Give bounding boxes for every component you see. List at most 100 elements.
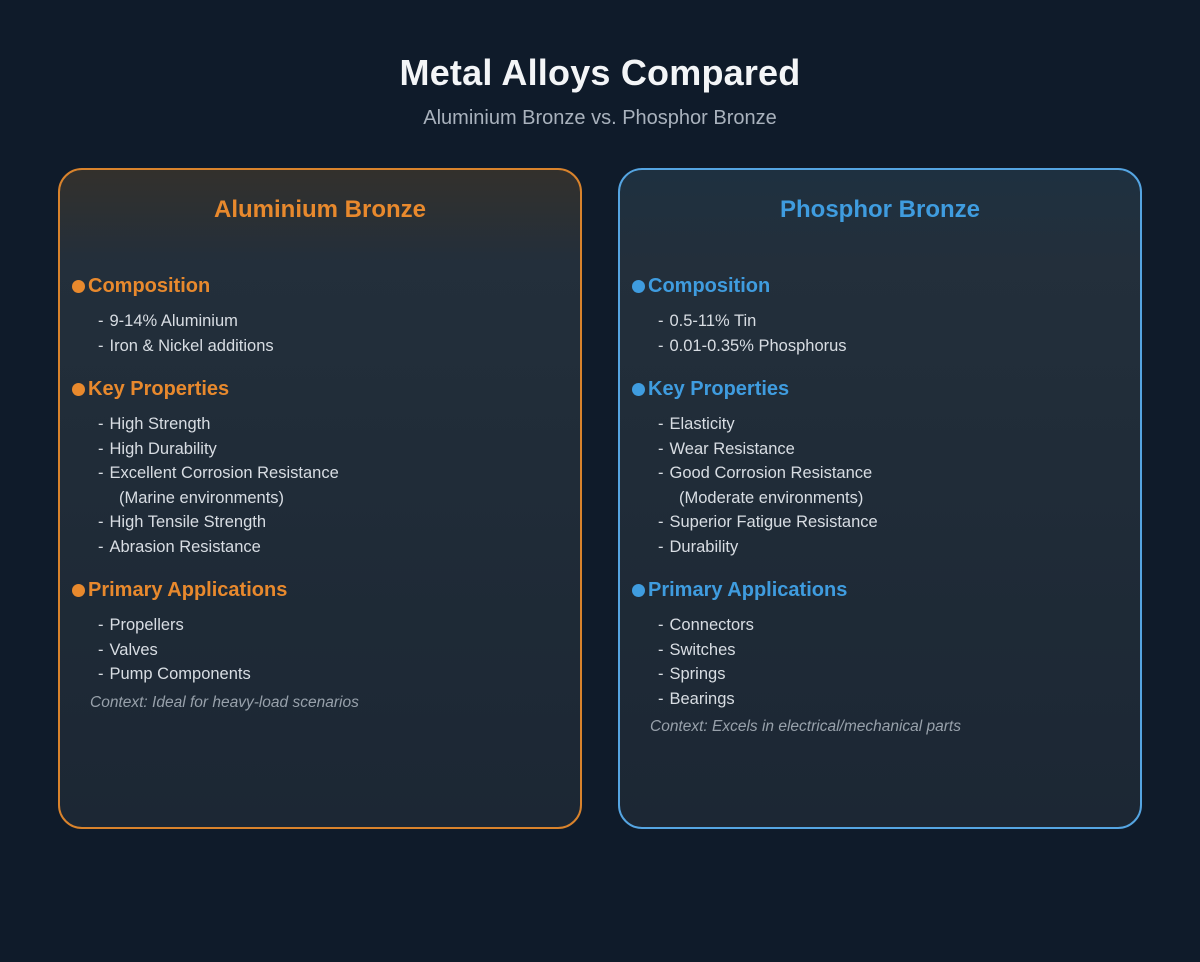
item-continuation: (Moderate environments) bbox=[679, 488, 864, 507]
item-dash: - bbox=[658, 689, 664, 708]
section-item-list: -0.5-11% Tin-0.01-0.35% Phosphorus bbox=[650, 309, 1110, 358]
card-section: Key Properties -High Strength-High Durab… bbox=[72, 378, 550, 560]
item-dash: - bbox=[98, 616, 104, 634]
bullet-dot-icon bbox=[632, 280, 645, 293]
list-item: -Durability bbox=[650, 535, 1110, 560]
item-dash: - bbox=[658, 616, 664, 634]
bullet-dot-icon bbox=[72, 584, 85, 597]
item-dash: - bbox=[658, 665, 664, 683]
item-text: Springs bbox=[669, 665, 726, 683]
list-item: -Good Corrosion Resistance (Moderate envi… bbox=[650, 461, 1110, 510]
item-text: Valves bbox=[109, 640, 158, 659]
item-dash: - bbox=[98, 464, 104, 482]
alloy-card-title: Aluminium Bronze bbox=[213, 196, 426, 223]
card-section: Primary Applications -Propellers-Valves-… bbox=[72, 579, 550, 712]
item-dash: - bbox=[98, 665, 104, 683]
list-item: -Excellent Corrosion Resistance (Marine e… bbox=[90, 461, 550, 510]
comparison-cards-row: Aluminium Bronze Composition -9-14% Alum… bbox=[0, 168, 1200, 829]
item-text: Durability bbox=[669, 537, 739, 556]
section-heading-label: Primary Applications bbox=[88, 579, 288, 601]
item-text: High Strength bbox=[109, 415, 211, 433]
list-item: -Switches bbox=[650, 638, 1110, 663]
list-item: -0.5-11% Tin bbox=[650, 309, 1110, 334]
item-dash: - bbox=[98, 513, 104, 531]
item-dash: - bbox=[98, 439, 104, 458]
section-heading-label: Composition bbox=[648, 275, 771, 297]
page-title: Metal Alloys Compared bbox=[399, 52, 801, 93]
item-text: Iron & Nickel additions bbox=[109, 336, 274, 355]
section-heading-label: Primary Applications bbox=[648, 579, 848, 601]
page-header: Metal Alloys Compared Aluminium Bronze v… bbox=[0, 52, 1200, 130]
card-section: Primary Applications -Connectors-Switche… bbox=[632, 579, 1110, 736]
bullet-dot-icon bbox=[72, 280, 85, 293]
item-text: Elasticity bbox=[669, 415, 735, 433]
item-dash: - bbox=[98, 537, 104, 556]
item-text: 0.01-0.35% Phosphorus bbox=[669, 336, 847, 355]
item-dash: - bbox=[658, 537, 664, 556]
bullet-dot-icon bbox=[632, 584, 645, 597]
item-dash: - bbox=[658, 312, 664, 330]
section-heading: Composition bbox=[632, 275, 1110, 298]
list-item: -Pump Components bbox=[90, 662, 550, 687]
card-section: Key Properties -Elasticity-Wear Resistan… bbox=[632, 378, 1110, 559]
section-item-list: -Propellers-Valves-Pump Components bbox=[90, 613, 550, 687]
item-text: Bearings bbox=[669, 689, 735, 708]
item-dash: - bbox=[98, 312, 104, 330]
item-text: 0.5-11% Tin bbox=[669, 312, 757, 330]
item-text: Wear Resistance bbox=[669, 439, 795, 458]
alloy-card-aluminium-bronze: Aluminium Bronze Composition -9-14% Alum… bbox=[58, 168, 582, 829]
context-note: Context: Excels in electrical/mechanical… bbox=[650, 718, 961, 735]
item-text: Switches bbox=[669, 640, 736, 659]
item-text: Excellent Corrosion Resistance bbox=[109, 464, 339, 482]
item-dash: - bbox=[98, 336, 104, 355]
bullet-dot-icon bbox=[72, 383, 85, 396]
list-item: -0.01-0.35% Phosphorus bbox=[650, 334, 1110, 359]
section-heading-label: Key Properties bbox=[88, 378, 230, 400]
item-dash: - bbox=[658, 640, 664, 659]
item-dash: - bbox=[658, 464, 664, 482]
item-text: High Tensile Strength bbox=[109, 513, 267, 531]
item-text: Abrasion Resistance bbox=[109, 537, 261, 556]
item-text: Connectors bbox=[669, 616, 754, 634]
list-item: -Wear Resistance bbox=[650, 437, 1110, 462]
section-heading: Composition bbox=[72, 275, 550, 298]
section-heading: Key Properties bbox=[72, 378, 550, 401]
section-heading: Key Properties bbox=[632, 378, 1110, 401]
section-heading-label: Key Properties bbox=[648, 378, 790, 400]
section-item-list: -Elasticity-Wear Resistance-Good Corrosi… bbox=[650, 412, 1110, 559]
item-text: 9-14% Aluminium bbox=[109, 312, 238, 330]
list-item: -Superior Fatigue Resistance bbox=[650, 510, 1110, 535]
list-item: -High Strength bbox=[90, 412, 550, 437]
section-item-list: -Connectors-Switches-Springs-Bearings bbox=[650, 613, 1110, 711]
list-item: -9-14% Aluminium bbox=[90, 309, 550, 334]
list-item: -Valves bbox=[90, 638, 550, 663]
alloy-card-body: Composition -0.5-11% Tin-0.01-0.35% Phos… bbox=[620, 275, 1140, 736]
list-item: -High Durability bbox=[90, 437, 550, 462]
section-heading-label: Composition bbox=[88, 275, 211, 297]
list-item: -Bearings bbox=[650, 687, 1110, 712]
list-item: -Elasticity bbox=[650, 412, 1110, 437]
card-section: Composition -9-14% Aluminium-Iron & Nick… bbox=[72, 275, 550, 358]
alloy-card-title: Phosphor Bronze bbox=[779, 196, 980, 223]
list-item: -Propellers bbox=[90, 613, 550, 638]
item-dash: - bbox=[98, 640, 104, 659]
list-item: -Connectors bbox=[650, 613, 1110, 638]
list-item: -Abrasion Resistance bbox=[90, 535, 550, 560]
page-subtitle: Aluminium Bronze vs. Phosphor Bronze bbox=[423, 107, 777, 129]
alloy-card-body: Composition -9-14% Aluminium-Iron & Nick… bbox=[60, 275, 580, 712]
item-dash: - bbox=[658, 336, 664, 355]
section-item-list: -9-14% Aluminium-Iron & Nickel additions bbox=[90, 309, 550, 358]
section-heading: Primary Applications bbox=[72, 579, 550, 602]
item-text: High Durability bbox=[109, 439, 217, 458]
item-dash: - bbox=[658, 415, 664, 433]
item-dash: - bbox=[658, 513, 664, 531]
context-note: Context: Ideal for heavy-load scenarios bbox=[90, 693, 359, 711]
alloy-card-phosphor-bronze: Phosphor Bronze Composition -0.5-11% Tin… bbox=[618, 168, 1142, 829]
list-item: -Iron & Nickel additions bbox=[90, 334, 550, 359]
item-text: Good Corrosion Resistance bbox=[669, 464, 873, 482]
item-continuation: (Marine environments) bbox=[119, 488, 285, 507]
item-text: Superior Fatigue Resistance bbox=[669, 513, 878, 531]
item-text: Propellers bbox=[109, 616, 184, 634]
list-item: -Springs bbox=[650, 662, 1110, 687]
list-item: -High Tensile Strength bbox=[90, 510, 550, 535]
